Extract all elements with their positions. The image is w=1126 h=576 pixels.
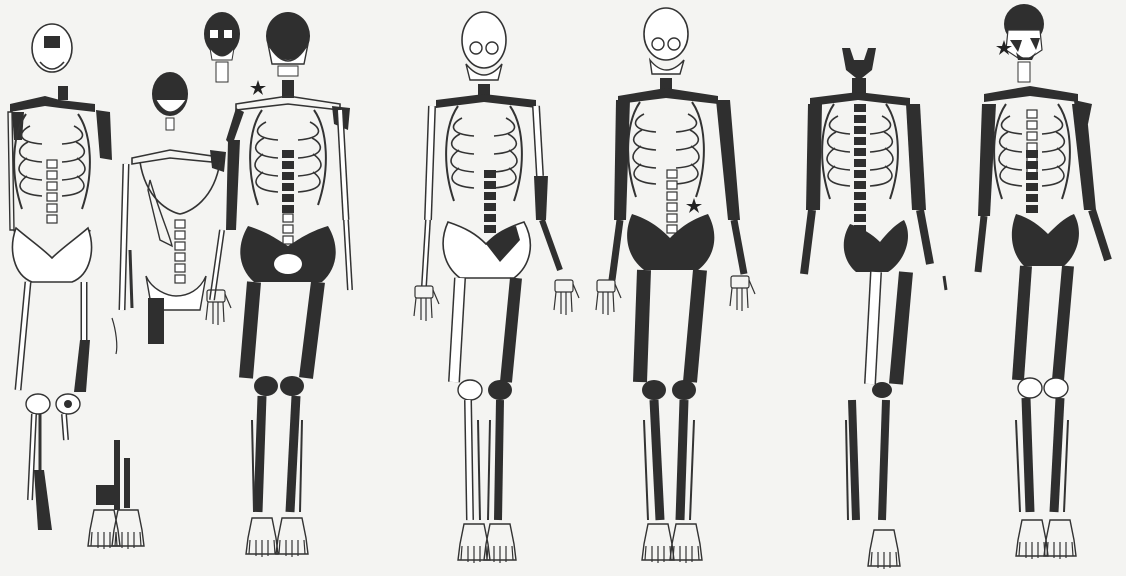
skeleton-5 <box>596 8 755 563</box>
skeleton-4 <box>414 12 579 563</box>
cervical-top <box>842 48 876 78</box>
clavicle-dark <box>10 96 95 112</box>
skull <box>462 12 506 68</box>
star <box>686 198 702 213</box>
tibia-dark <box>34 470 52 530</box>
skeleton-2 <box>112 72 226 354</box>
femur-dark <box>74 340 90 392</box>
humerus-dark <box>226 140 240 230</box>
skeleton-6 <box>804 48 946 569</box>
femur-dark <box>148 298 164 344</box>
small-skull <box>204 12 240 56</box>
skull <box>644 8 688 60</box>
humerus-dark <box>534 176 548 220</box>
star <box>250 80 266 95</box>
pelvis-dark <box>844 220 908 272</box>
skeleton-3 <box>204 12 350 557</box>
skeleton-7 <box>978 4 1108 559</box>
humerus-dark <box>978 104 996 216</box>
humerus-dark <box>806 104 822 210</box>
pelvis-outline <box>13 228 92 282</box>
pelvis-dark <box>1012 214 1079 266</box>
humerus-dark <box>614 100 630 220</box>
